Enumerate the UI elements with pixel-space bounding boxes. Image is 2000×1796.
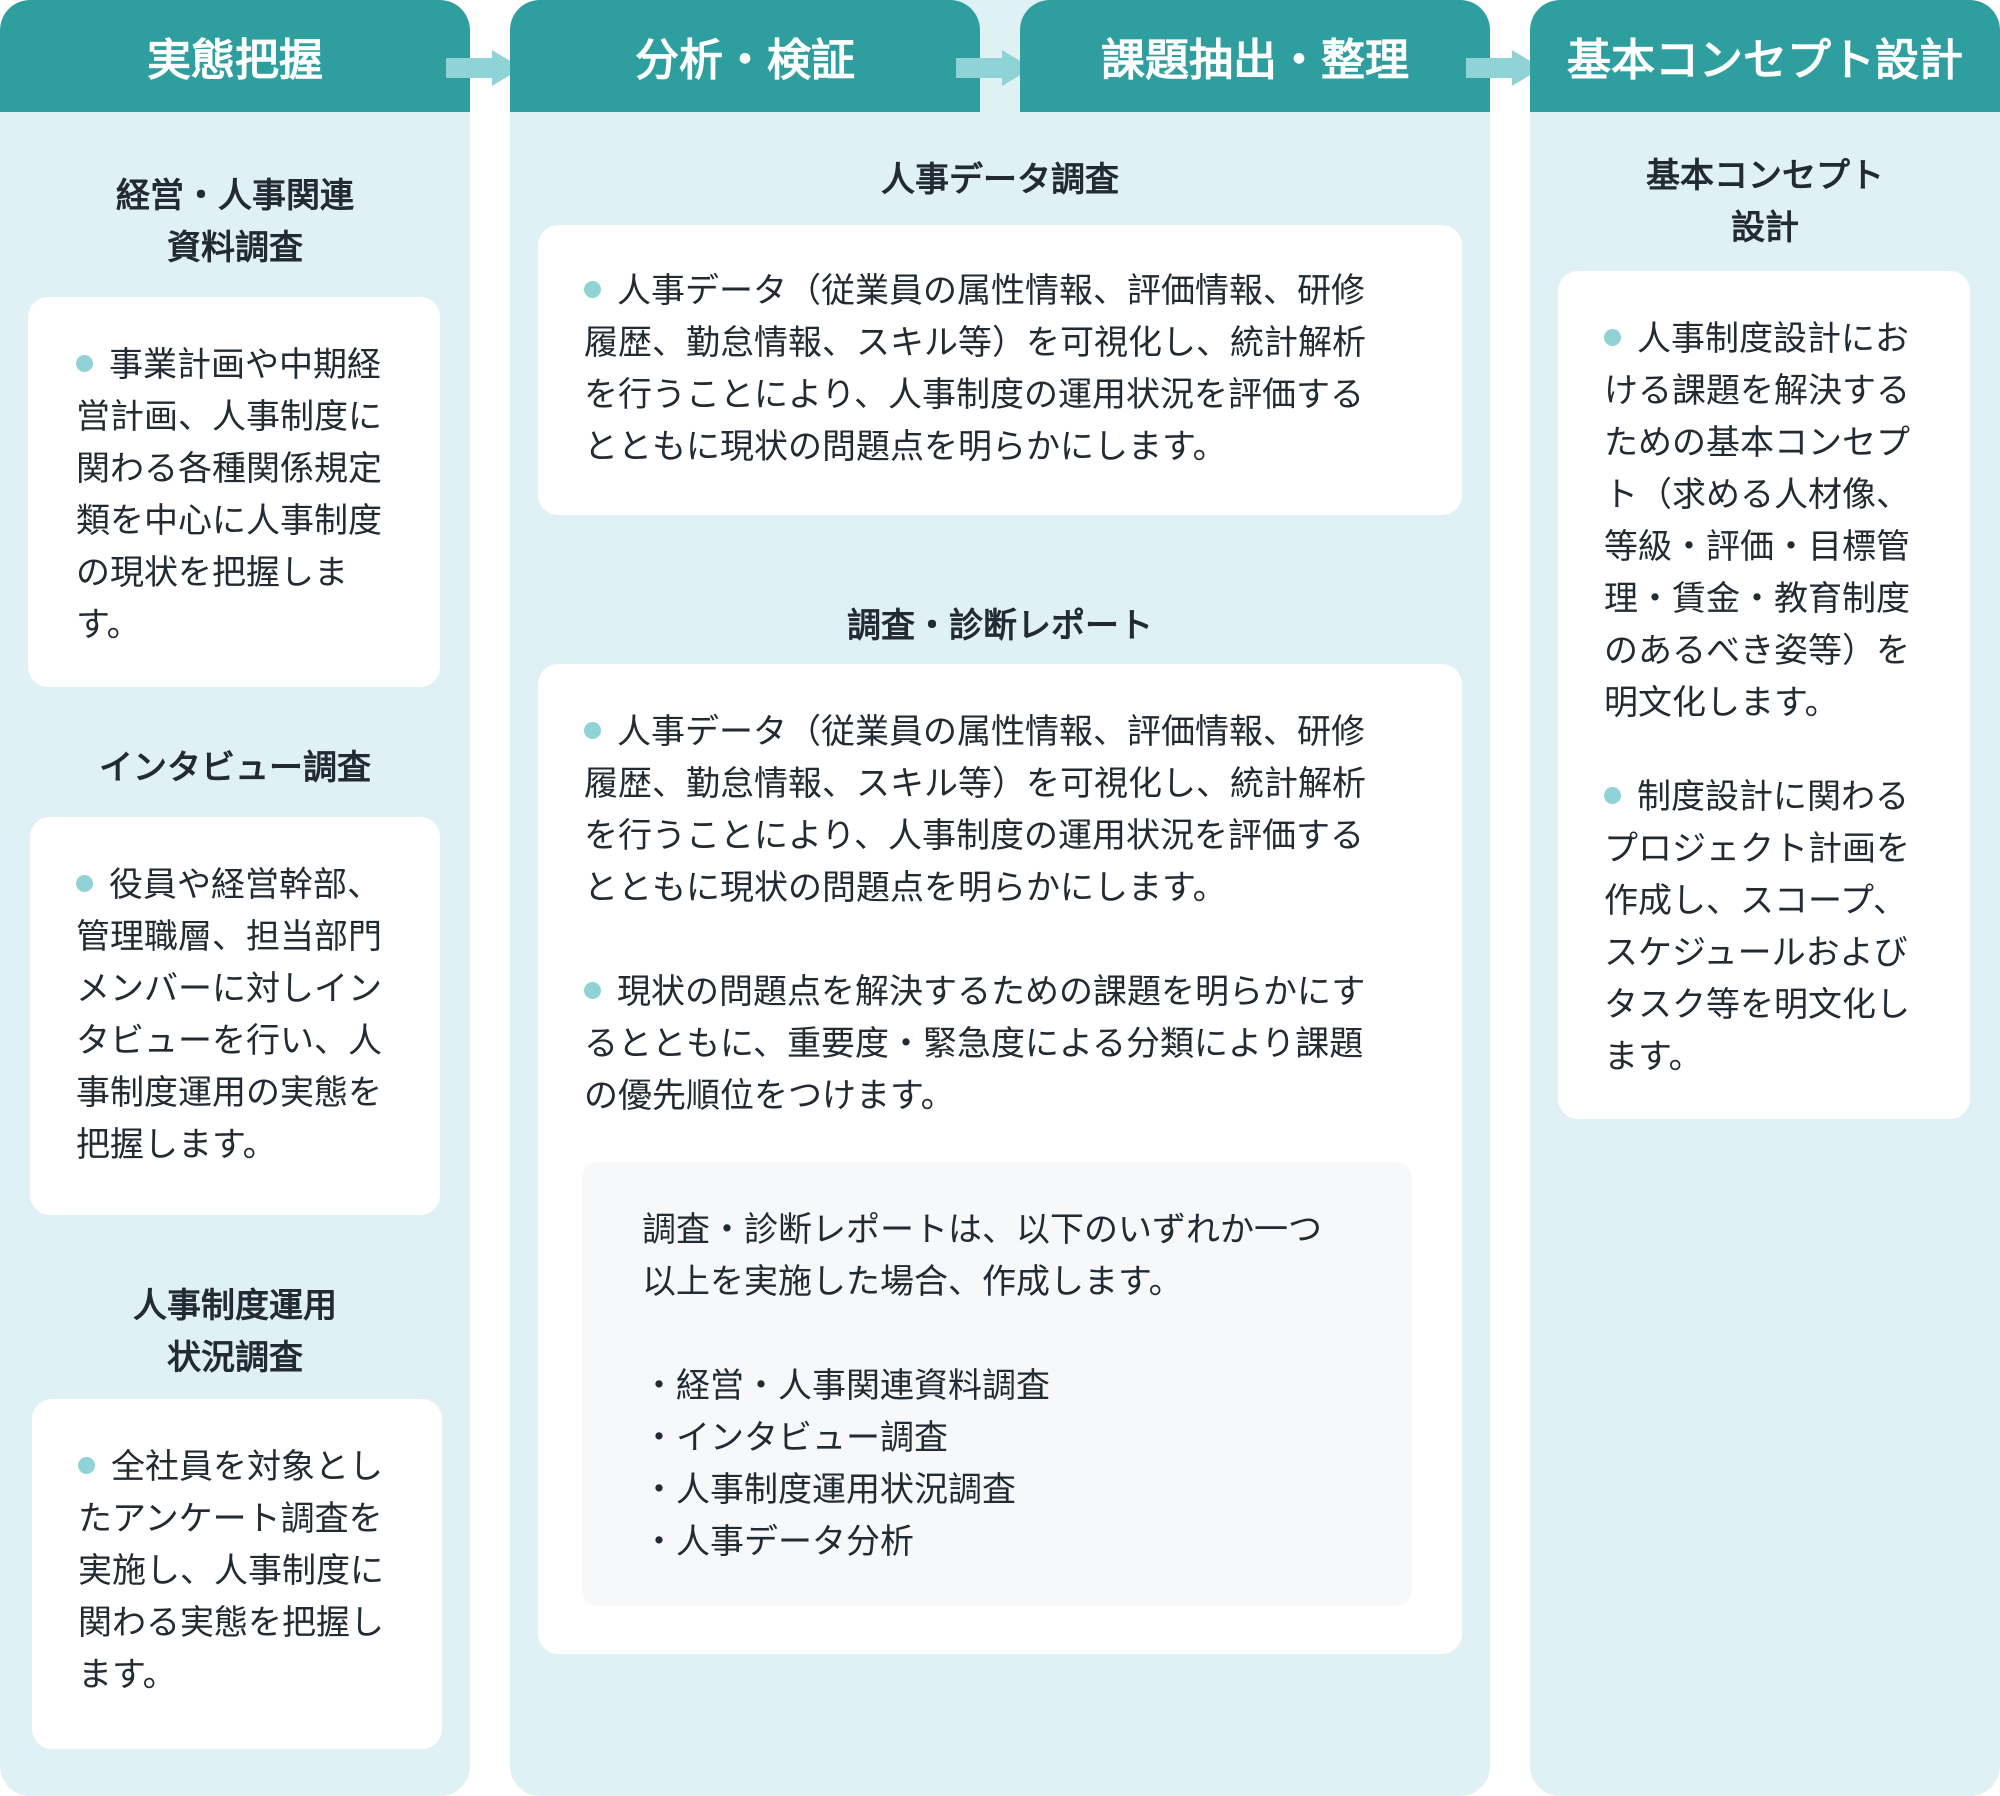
step2-section2-card: 人事データ（従業員の属性情報、評価情報、研修 履歴、勤怠情報、スキル等）を可視化… bbox=[538, 664, 1462, 1654]
bullet-icon bbox=[76, 355, 93, 372]
step1-header: 実態把握 bbox=[0, 0, 470, 112]
step3-header: 課題抽出・整理 bbox=[1020, 0, 1490, 112]
step2-header: 分析・検証 bbox=[510, 0, 980, 112]
step4-header: 基本コンセプト設計 bbox=[1530, 0, 2000, 112]
arrow-right-icon bbox=[956, 50, 1032, 86]
list-item: ・インタビュー調査 bbox=[642, 1418, 948, 1458]
step1-section1-text: 事業計画や中期経 営計画、人事制度に 関わる各種関係規定 類を中心に人事制度 の… bbox=[76, 345, 382, 645]
bullet-icon bbox=[584, 982, 601, 999]
report-note-list: ・経営・人事関連資料調査 ・インタビュー調査 ・人事制度運用状況調査 ・人事デー… bbox=[642, 1360, 1402, 1568]
step4-section-title: 基本コンセプト 設計 bbox=[1646, 156, 1884, 248]
step1-section1-card: 事業計画や中期経 営計画、人事制度に 関わる各種関係規定 類を中心に人事制度 の… bbox=[28, 297, 440, 687]
list-item: ・人事制度運用状況調査 bbox=[642, 1470, 1016, 1510]
step1-section3-text: 全社員を対象とし たアンケート調査を 実施し、人事制度に 関わる実態を把握し ま… bbox=[78, 1447, 384, 1695]
arrow-right-icon bbox=[1466, 50, 1542, 86]
bullet-icon bbox=[78, 1457, 95, 1474]
column-step4: 基本コンセプト設計 基本コンセプト 設計 人事制度設計にお ける課題を解決する … bbox=[1530, 0, 2000, 1796]
step1-section3-card: 全社員を対象とし たアンケート調査を 実施し、人事制度に 関わる実態を把握し ま… bbox=[32, 1399, 442, 1749]
step1-section1-title: 経営・人事関連 資料調査 bbox=[116, 176, 354, 268]
step1-section2-card: 役員や経営幹部、 管理職層、担当部門 メンバーに対しイン タビューを行い、人 事… bbox=[30, 817, 440, 1215]
step4-para1: 人事制度設計にお ける課題を解決する ための基本コンセプ ト（求める人材像、 等… bbox=[1604, 319, 1910, 723]
step2-section1-card: 人事データ（従業員の属性情報、評価情報、研修 履歴、勤怠情報、スキル等）を可視化… bbox=[538, 225, 1462, 515]
bullet-icon bbox=[1604, 329, 1621, 346]
step1-section2-text: 役員や経営幹部、 管理職層、担当部門 メンバーに対しイン タビューを行い、人 事… bbox=[76, 865, 382, 1165]
step1-section2-title: インタビュー調査 bbox=[99, 748, 371, 788]
arrow-right-icon bbox=[446, 50, 522, 86]
list-item: ・人事データ分析 bbox=[642, 1522, 914, 1562]
step4-para2: 制度設計に関わる プロジェクト計画を 作成し、スコープ、 スケジュールおよび タ… bbox=[1604, 777, 1910, 1077]
report-note-box: 調査・診断レポートは、以下のいずれか一つ 以上を実施した場合、作成します。 ・経… bbox=[582, 1162, 1412, 1606]
bullet-icon bbox=[584, 722, 601, 739]
list-item: ・経営・人事関連資料調査 bbox=[642, 1366, 1050, 1406]
report-note-intro: 調査・診断レポートは、以下のいずれか一つ 以上を実施した場合、作成します。 bbox=[642, 1210, 1322, 1302]
step4-section-card: 人事制度設計にお ける課題を解決する ための基本コンセプ ト（求める人材像、 等… bbox=[1558, 271, 1970, 1119]
bullet-icon bbox=[1604, 787, 1621, 804]
step2-section1-title: 人事データ調査 bbox=[881, 160, 1119, 200]
step2-section2-title: 調査・診断レポート bbox=[847, 606, 1153, 646]
step2-section2-para2: 現状の問題点を解決するための課題を明らかにす るとともに、重要度・緊急度による分… bbox=[584, 972, 1366, 1116]
step1-section3-title: 人事制度運用 状況調査 bbox=[133, 1286, 337, 1378]
step2-section2-para1: 人事データ（従業員の属性情報、評価情報、研修 履歴、勤怠情報、スキル等）を可視化… bbox=[584, 712, 1366, 908]
step2-section1-text: 人事データ（従業員の属性情報、評価情報、研修 履歴、勤怠情報、スキル等）を可視化… bbox=[584, 271, 1366, 467]
bullet-icon bbox=[584, 281, 601, 298]
column-step1: 実態把握 経営・人事関連 資料調査 事業計画や中期経 営計画、人事制度に 関わる… bbox=[0, 0, 470, 1796]
bullet-icon bbox=[76, 875, 93, 892]
